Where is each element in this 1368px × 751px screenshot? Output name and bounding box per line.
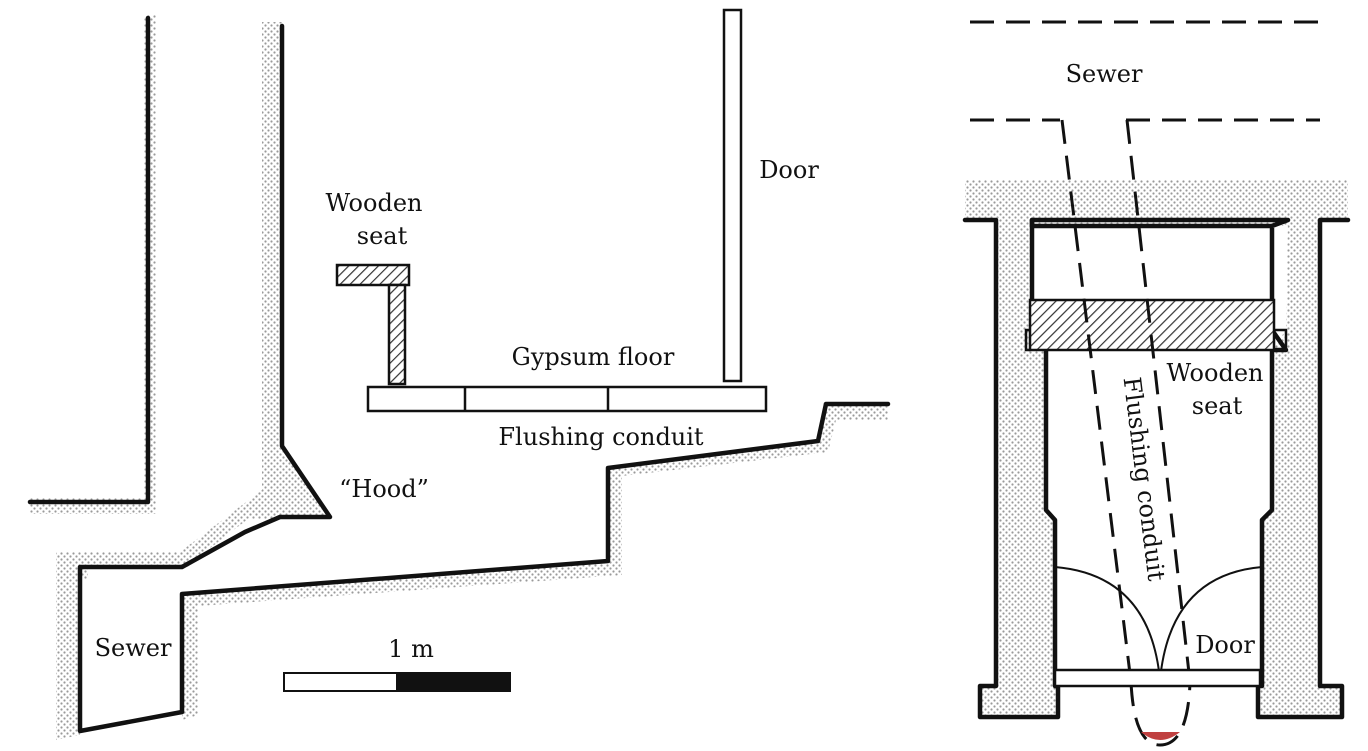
door-label-plan: Door (1195, 631, 1255, 659)
wooden-seat (335, 263, 411, 386)
wall-outlines (27, 15, 891, 734)
gypsum-floor (366, 385, 768, 413)
wooden-seat-plan (1024, 298, 1288, 352)
flushing-conduit-plan (1060, 119, 1192, 747)
door-swing-arcs (1054, 566, 1263, 681)
flushing-conduit-label-plan: Flushing conduit (1118, 375, 1171, 582)
scale-bar: 1 m (283, 635, 511, 692)
wooden-seat-label-plan-line1: Wooden (1167, 359, 1264, 387)
stippled-wall-masonry (30, 15, 888, 740)
gypsum-floor-label: Gypsum floor (512, 343, 675, 371)
door-label: Door (759, 156, 819, 184)
wall-outlines-plan (962, 217, 1351, 720)
wooden-seat-label-line2: seat (357, 222, 408, 250)
water-drain (1141, 732, 1180, 740)
sewer-label: Sewer (95, 634, 172, 662)
side-section: 1 m Wooden seat Door Gypsum floor Flushi… (27, 8, 891, 740)
door-threshold (1053, 668, 1262, 688)
wooden-seat-label-line1: Wooden (326, 189, 423, 217)
flushing-conduit-label: Flushing conduit (498, 423, 704, 451)
sewer-label-plan: Sewer (1066, 60, 1143, 88)
stippled-wall-masonry-plan (965, 180, 1348, 717)
scale-bar-label: 1 m (388, 635, 434, 663)
plan-view: Sewer Wooden seat Flushing conduit Door (962, 20, 1351, 747)
hood-label: “Hood” (339, 475, 429, 503)
door (722, 8, 743, 383)
sewer-channel (970, 20, 1320, 122)
wooden-seat-label-plan-line2: seat (1192, 392, 1243, 420)
